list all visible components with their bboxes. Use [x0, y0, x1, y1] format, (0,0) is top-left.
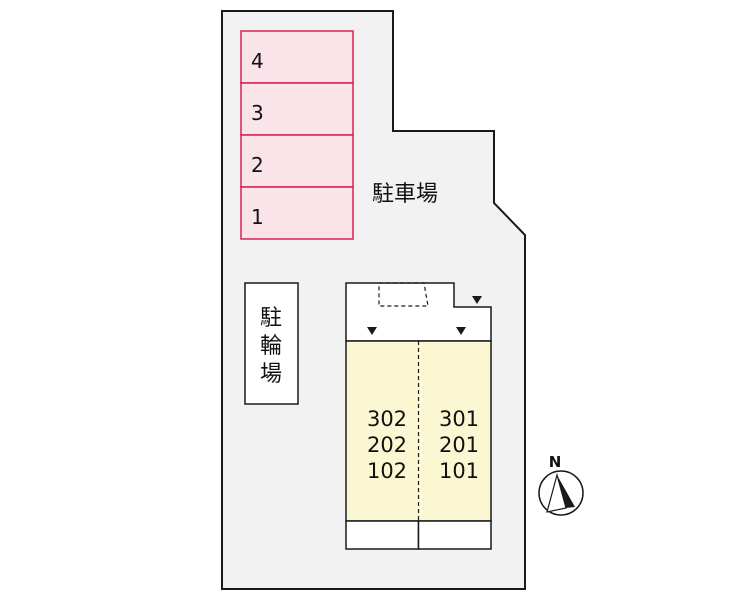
bicycle-parking-box — [244, 282, 299, 405]
bicycle-parking: 駐 輪 場 — [244, 282, 299, 405]
entrance-dashed — [378, 282, 429, 307]
units-area — [345, 340, 492, 522]
bicycle-parking-char: 輪 — [260, 334, 282, 359]
parking-space-number: 3 — [251, 101, 264, 125]
unit-number: 101 — [439, 459, 479, 483]
balcony-left — [345, 520, 420, 550]
parking-space-number: 2 — [251, 153, 264, 177]
north-compass-icon: N — [538, 453, 584, 516]
compass-north-label: N — [549, 453, 562, 471]
parking-space-number: 1 — [251, 205, 264, 229]
entry-arrow-icon — [456, 327, 466, 335]
unit-number: 302 — [367, 407, 407, 431]
entry-arrow-icon — [367, 327, 377, 335]
bicycle-parking-char: 駐 — [260, 306, 282, 331]
parking-space-number: 4 — [251, 49, 264, 73]
unit-number: 102 — [367, 459, 407, 483]
compass-needle-dark — [557, 475, 575, 508]
unit-number: 201 — [439, 433, 479, 457]
entry-arrow-icon — [472, 296, 482, 304]
parking-space-1 — [240, 186, 354, 240]
parking-label: 駐車場 — [372, 182, 438, 207]
building: 302 202 102 301 201 101 — [345, 282, 492, 550]
balcony-right — [417, 520, 492, 550]
parking-space-2 — [240, 134, 354, 188]
parking-space-4 — [240, 30, 354, 84]
parking-spaces: 4 3 2 1 — [240, 30, 354, 240]
unit-number: 301 — [439, 407, 479, 431]
unit-number: 202 — [367, 433, 407, 457]
bicycle-parking-char: 場 — [260, 362, 282, 387]
